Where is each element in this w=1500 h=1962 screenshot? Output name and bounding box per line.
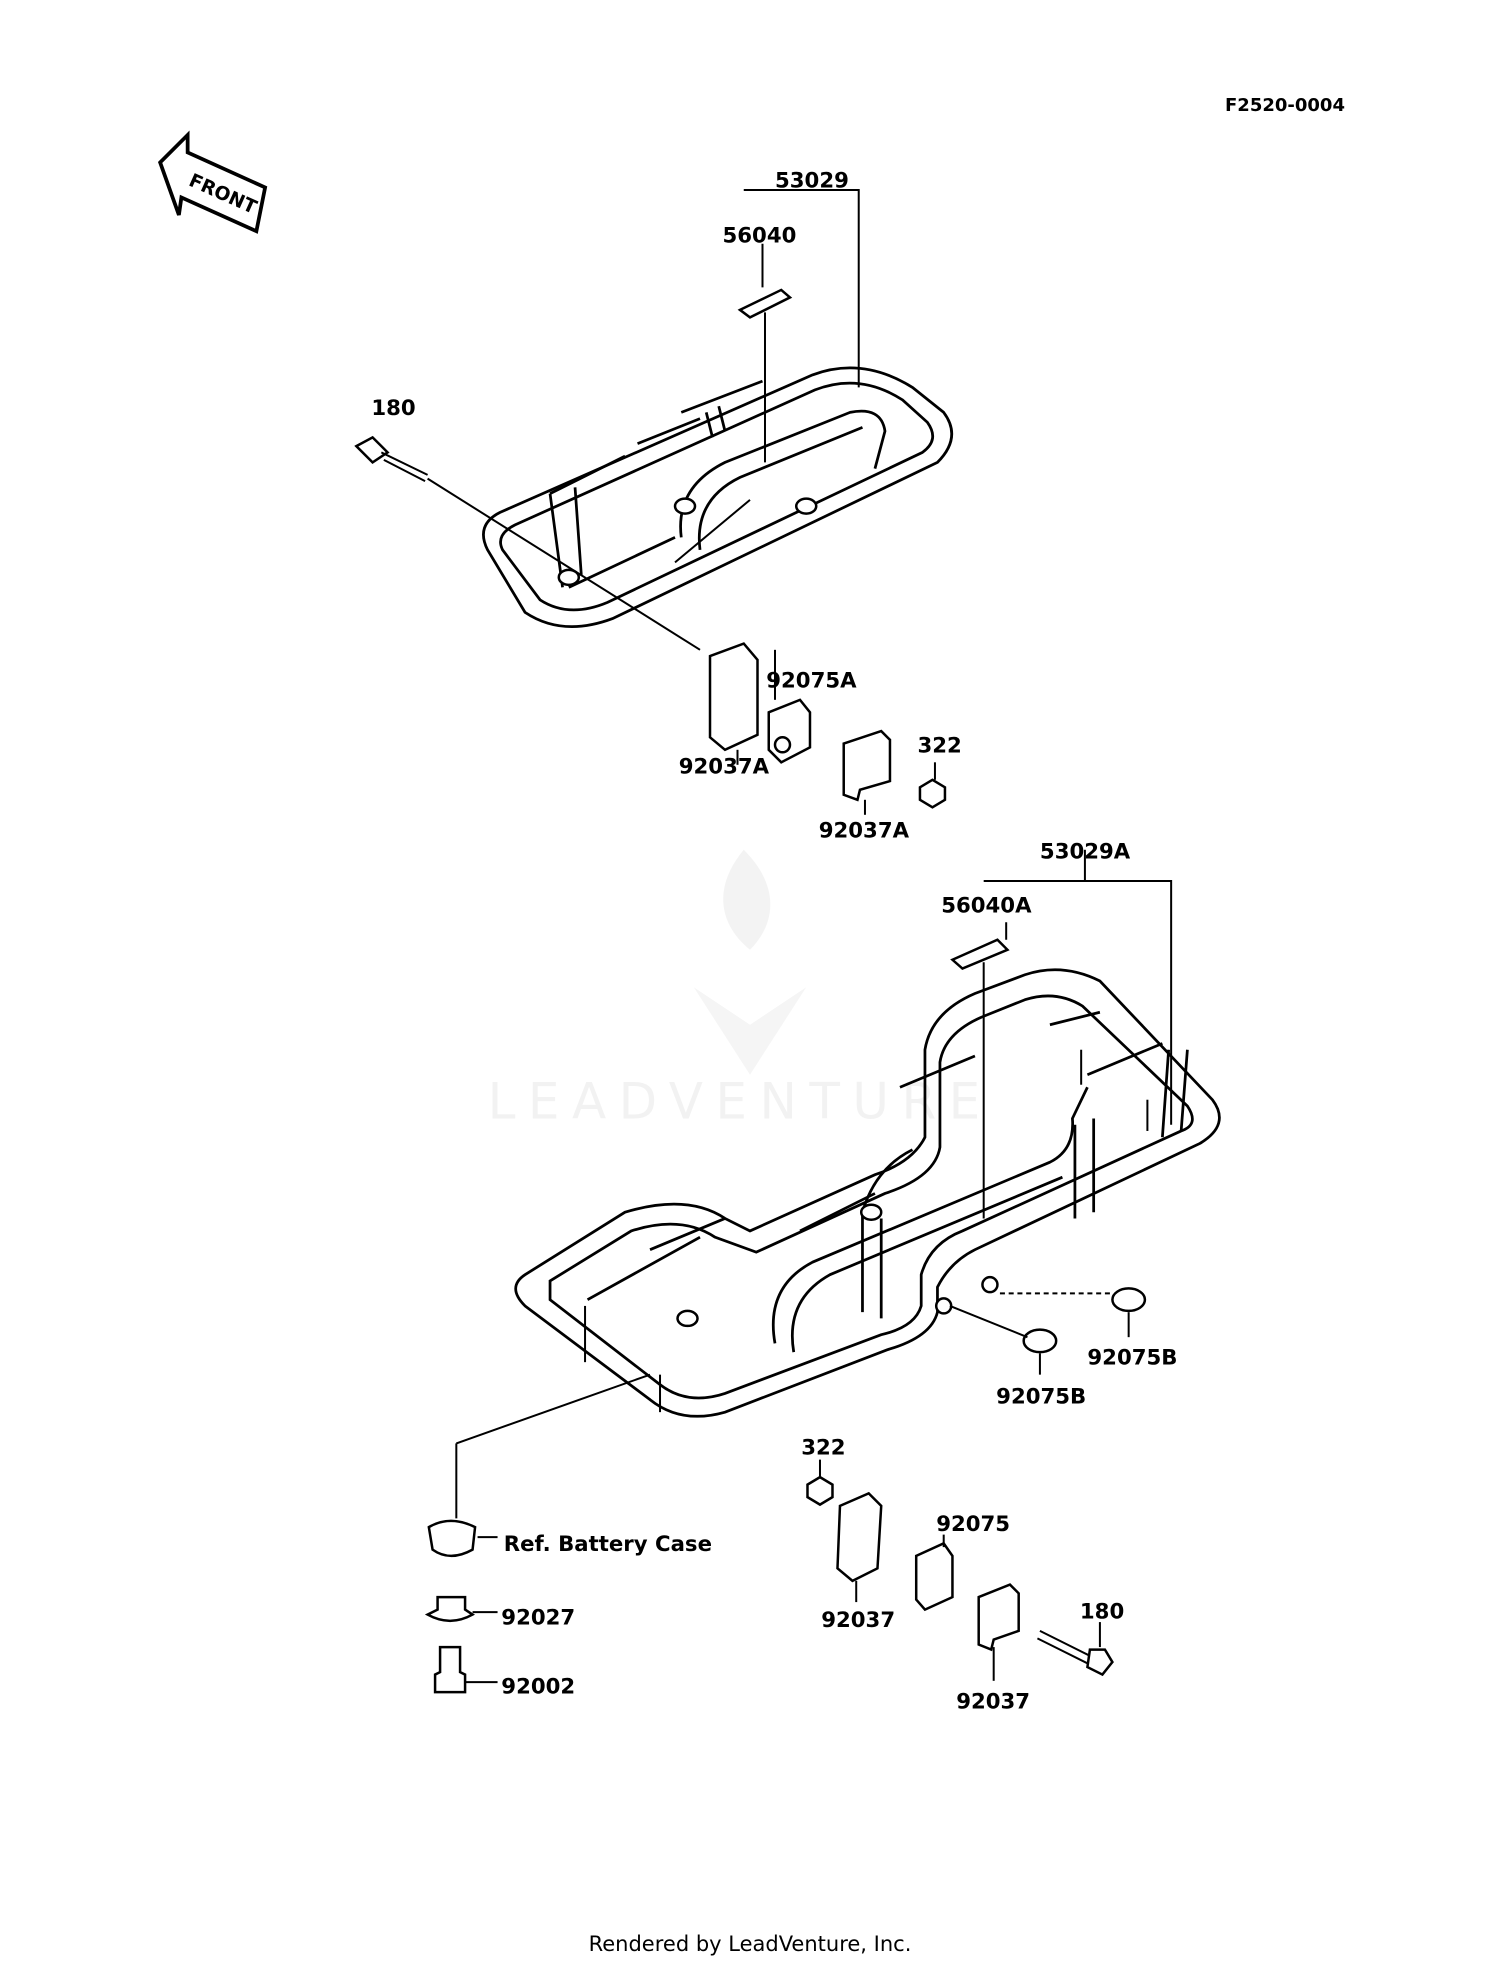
rear-collar-92075a [767, 698, 812, 764]
label-92037-2: 92037 [956, 1689, 1030, 1714]
rear-bracket-92037a-1 [708, 642, 759, 752]
front-carrier-rack [514, 968, 1221, 1418]
watermark-logo: LEADVENTURE [488, 849, 993, 1130]
label-53029a: 53029A [1040, 840, 1131, 865]
front-cap-92075b-right [1111, 1287, 1147, 1313]
diagram-code: F2520-0004 [1225, 95, 1345, 116]
label-322-rear: 322 [917, 733, 961, 758]
label-53029: 53029 [775, 168, 849, 193]
front-collar-92075 [914, 1541, 954, 1612]
label-92027: 92027 [501, 1606, 575, 1631]
label-92037-1: 92037 [821, 1608, 895, 1633]
label-92075b-left: 92075B [996, 1384, 1086, 1409]
label-92075: 92075 [936, 1512, 1010, 1537]
label-92075a: 92075A [766, 668, 857, 693]
label-ref-battery-case: Ref. Battery Case [504, 1532, 712, 1557]
rear-reflector [737, 288, 793, 319]
rear-bolt-180 [354, 435, 701, 651]
front-bracket-92037-2 [977, 1583, 1020, 1652]
battery-case-grommet [427, 1519, 477, 1558]
rear-nut-322 [918, 778, 947, 809]
label-92037a-2: 92037A [819, 818, 910, 843]
label-180-rear: 180 [371, 396, 415, 421]
spacer-92027 [424, 1595, 475, 1623]
front-reflector [950, 938, 1010, 970]
label-92037a-1: 92037A [679, 755, 770, 780]
front-arrow-icon: FRONT [157, 130, 268, 234]
rear-bracket-92037a-2 [842, 729, 892, 802]
rear-carrier-rack [482, 366, 953, 628]
front-cap-92075b-left [1022, 1328, 1058, 1354]
watermark-text: LEADVENTURE [488, 1072, 993, 1130]
label-92075b-right: 92075B [1087, 1346, 1177, 1371]
bolt-92002 [433, 1645, 467, 1694]
front-nut-322 [806, 1475, 834, 1507]
label-56040: 56040 [723, 223, 797, 248]
label-180-front: 180 [1080, 1599, 1124, 1624]
label-92002: 92002 [501, 1674, 575, 1699]
label-56040a: 56040A [941, 893, 1032, 918]
footer-credit: Rendered by LeadVenture, Inc. [588, 1932, 912, 1956]
label-322-front: 322 [801, 1436, 845, 1461]
front-bolt-180 [1036, 1622, 1114, 1677]
front-bracket-92037-1 [836, 1491, 883, 1583]
